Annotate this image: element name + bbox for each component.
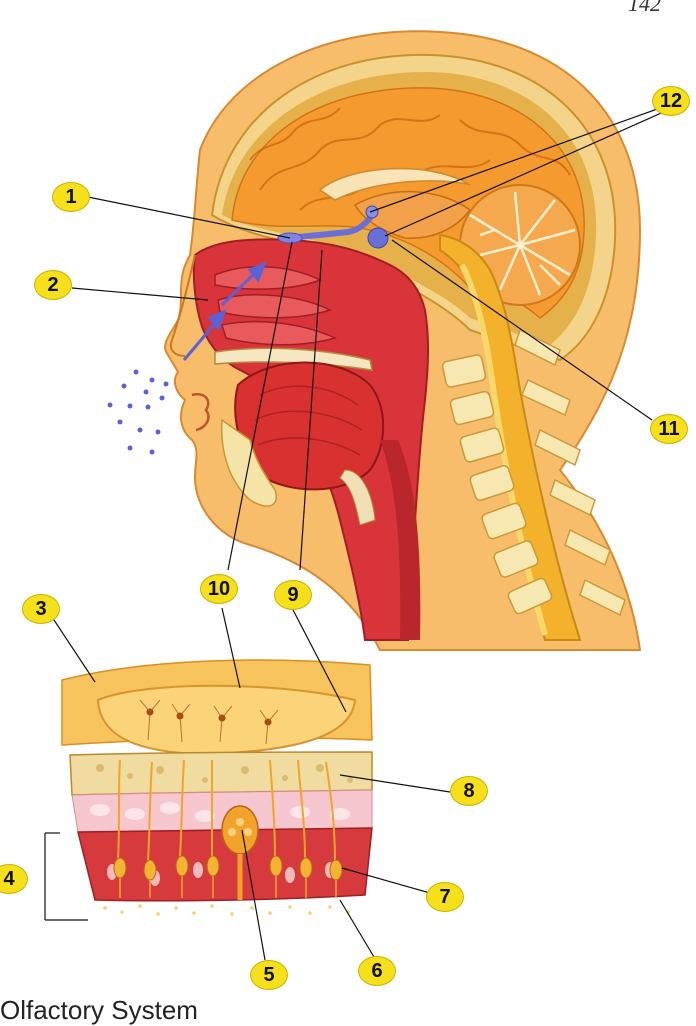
label-badge-7: 7 <box>426 882 464 912</box>
head-section <box>107 30 642 651</box>
label-badge-3: 3 <box>22 594 60 624</box>
page-number: 142 <box>628 0 661 16</box>
lips <box>191 393 210 432</box>
label-badge-6: 6 <box>358 956 396 986</box>
olfactory-bulb-tract <box>277 205 389 249</box>
palate <box>214 347 373 371</box>
label-badge-10: 10 <box>200 574 238 604</box>
label-badge-5: 5 <box>250 960 288 990</box>
mucus-dots <box>103 904 350 916</box>
leader-lines <box>44 107 669 961</box>
turbinates <box>214 266 338 346</box>
label-badge-2: 2 <box>34 270 72 300</box>
label-badge-12: 12 <box>652 86 690 116</box>
olfactory-gland <box>221 805 259 900</box>
odor-particles <box>107 369 169 455</box>
label-badge-1: 1 <box>52 182 90 212</box>
olfactory-bulb-detail <box>96 684 357 756</box>
label-badge-9: 9 <box>274 580 312 610</box>
receptor-cells <box>113 855 343 881</box>
figure-caption: Olfactory System <box>0 995 198 1025</box>
epithelium-detail <box>61 659 373 916</box>
larynx <box>339 469 376 526</box>
label-badge-11: 11 <box>650 414 688 444</box>
vertebrae <box>441 328 626 617</box>
corpus-callosum <box>318 167 471 201</box>
receptor-axons <box>117 759 336 863</box>
label-badge-8: 8 <box>450 776 488 806</box>
airway <box>380 440 421 640</box>
airflow-arrows <box>182 261 267 361</box>
nose-outline <box>169 254 196 357</box>
